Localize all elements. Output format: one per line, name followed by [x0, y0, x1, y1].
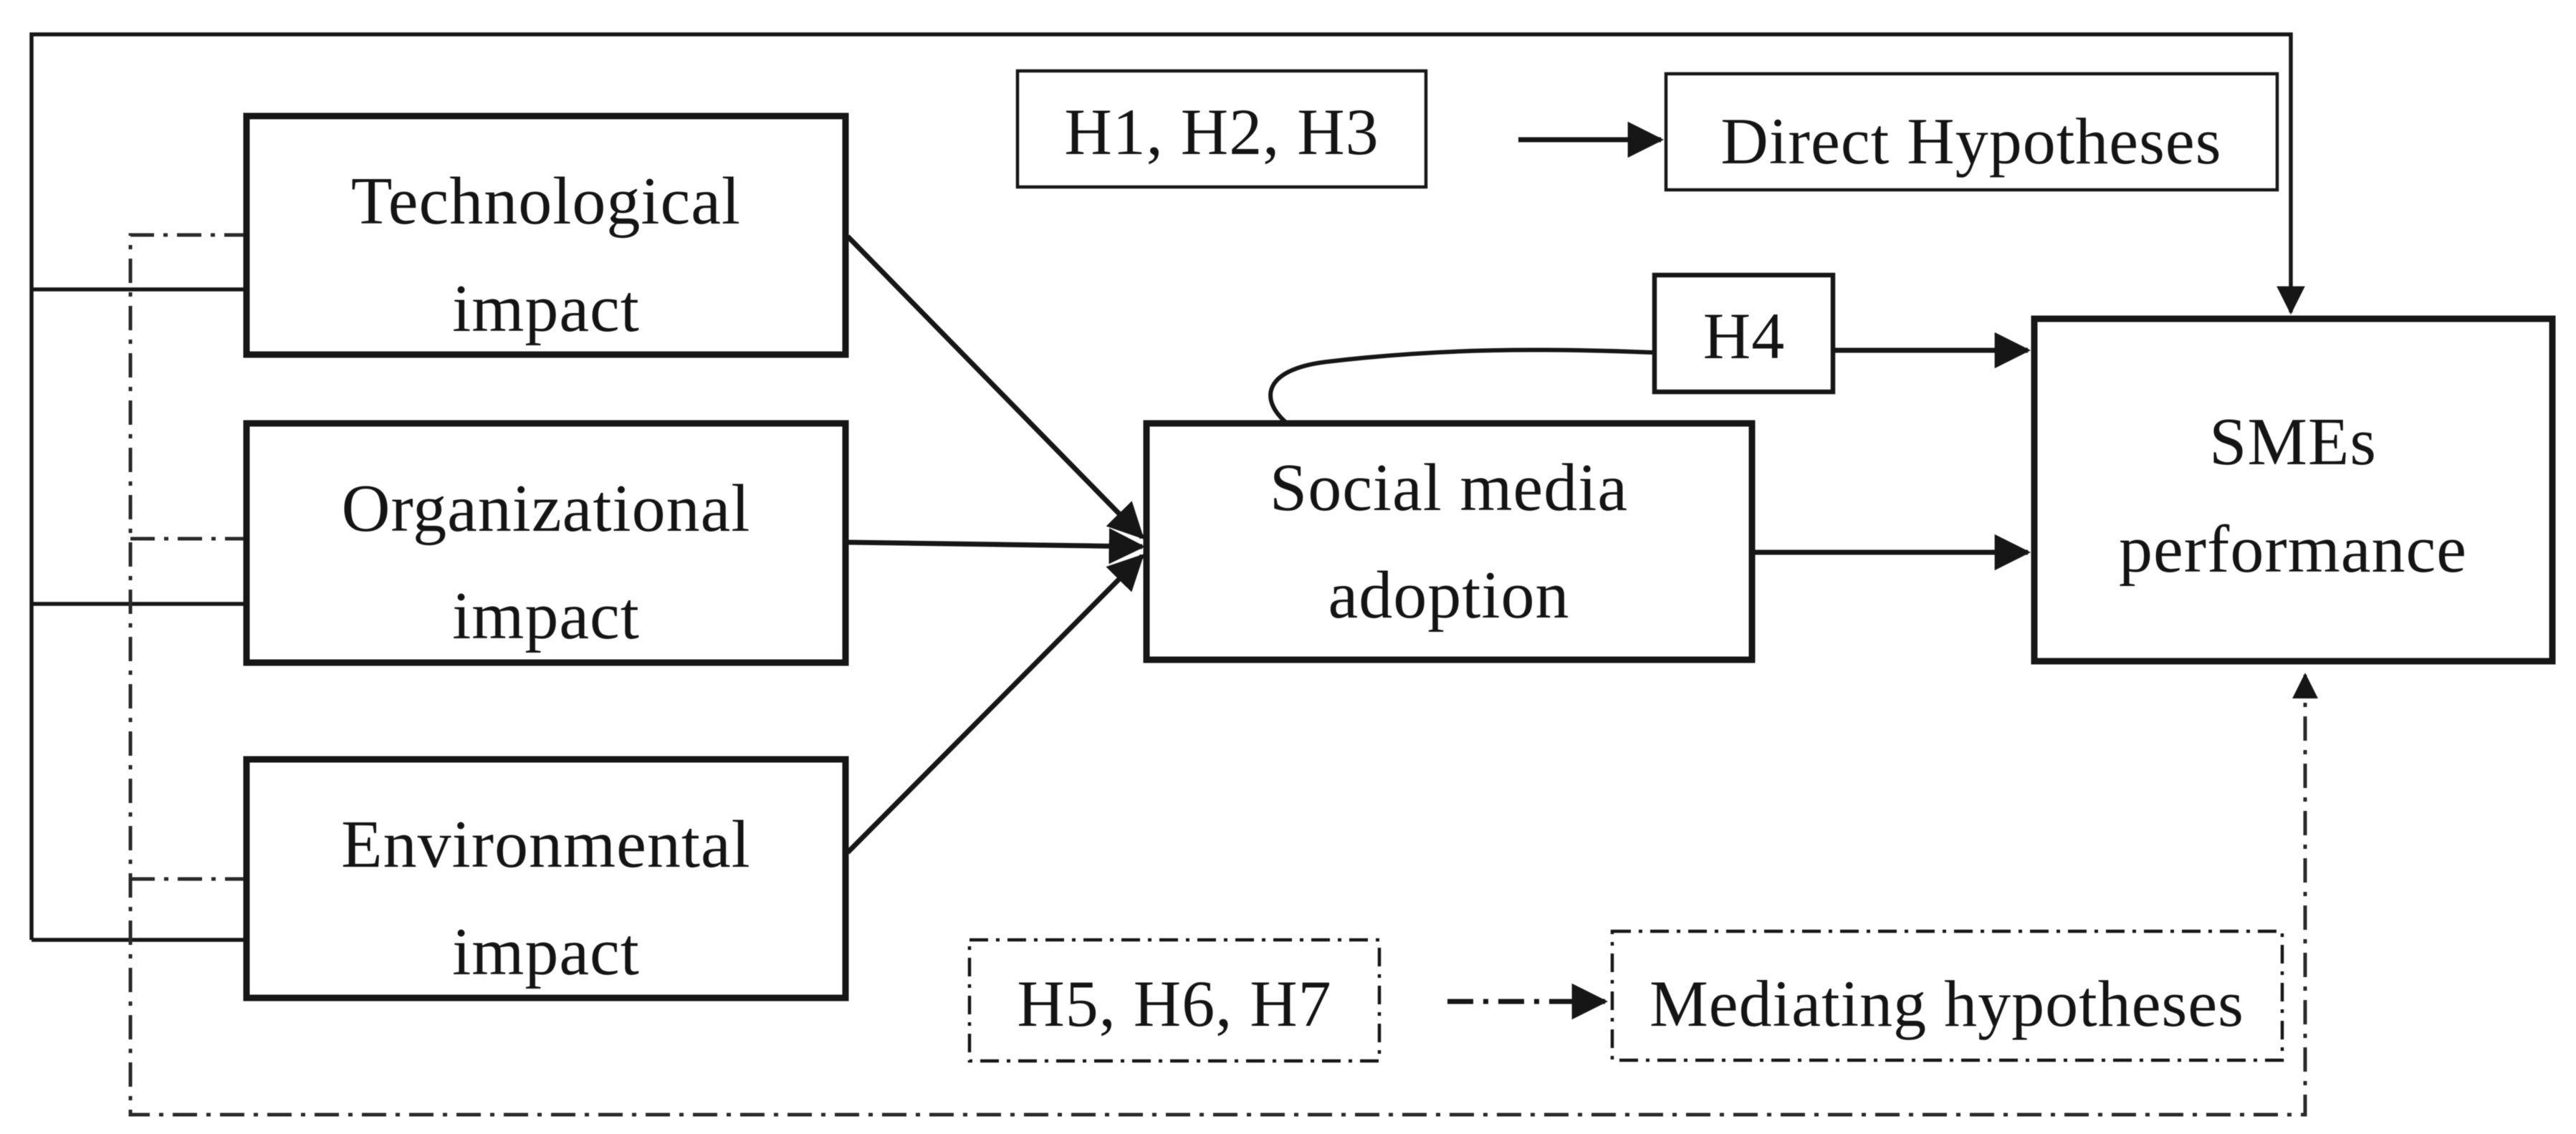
legend-direct-meaning-box — [1664, 72, 2279, 192]
legend-mediating-meaning-label: Mediating hypotheses — [1649, 967, 2244, 1040]
organizational-impact-label-line1: Organizational — [342, 471, 751, 546]
h4-label: H4 — [1703, 299, 1785, 373]
technological-impact-box — [243, 112, 849, 358]
legend-mediating-meaning-box — [1610, 929, 2284, 1062]
technological-impact-label-line2: impact — [452, 272, 640, 346]
environmental-impact-box — [243, 756, 849, 1001]
impact-to-adoption-arrows — [846, 234, 1146, 855]
organizational-impact-label-line2: impact — [452, 579, 640, 653]
direct-frame-line — [29, 32, 2305, 940]
h4-label-box — [1652, 272, 1836, 395]
legend-direct-row: H1, H2, H3 Direct Hypotheses — [1015, 69, 2279, 192]
organizational-impact-box — [243, 420, 849, 666]
legend-mediating-codes-label: H5, H6, H7 — [1017, 967, 1331, 1040]
social-media-adoption-label-line2: adoption — [1328, 558, 1570, 633]
legend-mediating-codes-box — [967, 938, 1382, 1063]
construct-boxes: Technological impact Organizational impa… — [243, 112, 2556, 1001]
technological-impact-label-line1: Technological — [351, 164, 741, 239]
social-media-adoption-box — [1143, 420, 1756, 663]
direct-effect-frame — [29, 32, 2305, 942]
adoption-to-performance-arrows — [1268, 332, 2031, 571]
smes-performance-label-line2: performance — [2119, 512, 2467, 587]
mediating-effect-frame — [128, 233, 2318, 1117]
social-media-adoption-label-line1: Social media — [1270, 451, 1628, 525]
smes-performance-box — [2031, 315, 2556, 665]
mediating-frame-line — [128, 233, 2318, 1117]
legend-direct-codes-label: H1, H2, H3 — [1064, 95, 1379, 168]
legend-direct-codes-box — [1015, 69, 1428, 189]
arrow-technological-to-social — [846, 234, 1144, 539]
legend-direct-meaning-label: Direct Hypotheses — [1720, 105, 2221, 178]
smes-performance-label-line1: SMEs — [2209, 405, 2377, 479]
environmental-impact-label-line2: impact — [452, 915, 640, 989]
curve-social-to-h4 — [1268, 347, 1653, 428]
arrow-organizational-to-social — [847, 528, 1146, 564]
environmental-impact-label-line1: Environmental — [341, 807, 751, 882]
arrow-environmental-to-social — [846, 554, 1144, 855]
legend-mediating-row: H5, H6, H7 Mediating hypotheses — [967, 929, 2284, 1063]
